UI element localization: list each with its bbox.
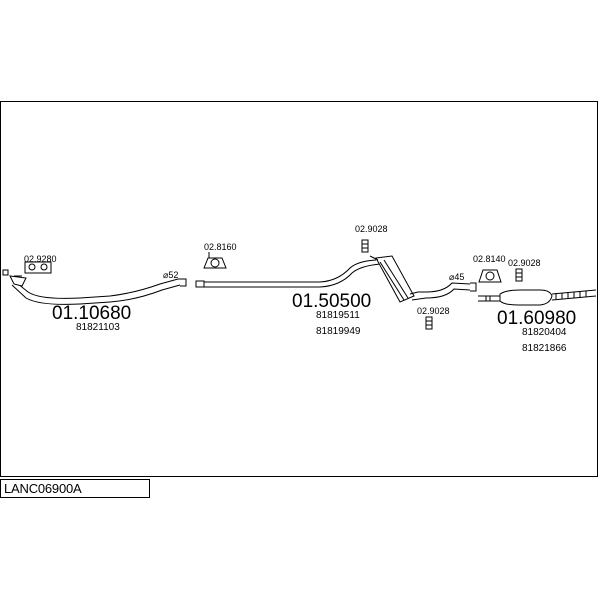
front-pipe-drawing bbox=[2, 269, 187, 305]
clamp-2-drawing bbox=[425, 316, 433, 330]
rear-silencer-drawing bbox=[478, 289, 597, 306]
hanger-1-label: 02.8160 bbox=[204, 242, 237, 252]
front-pipe-oem-1: 81821103 bbox=[76, 322, 120, 333]
front-pipe-part-number: 01.10680 bbox=[52, 303, 131, 324]
center-silencer-oem-1: 81819511 bbox=[316, 310, 360, 321]
center-silencer-part-number: 01.50500 bbox=[292, 291, 371, 312]
clamp-3-label: 02.9028 bbox=[508, 258, 541, 268]
rear-silencer-oem-2: 81821866 bbox=[522, 343, 567, 354]
diagram-frame bbox=[0, 101, 598, 477]
clamp-1-drawing bbox=[361, 239, 369, 253]
diameter-45-label: ⌀45 bbox=[449, 272, 464, 282]
rear-silencer-part-number: 01.60980 bbox=[497, 308, 576, 329]
diagram-code: LANC06900A bbox=[4, 481, 82, 496]
hanger-1-drawing bbox=[203, 252, 227, 269]
clamp-2-label: 02.9028 bbox=[417, 306, 450, 316]
gasket-front-drawing bbox=[24, 261, 52, 274]
diameter-52-label: ⌀52 bbox=[163, 270, 178, 280]
clamp-3-drawing bbox=[515, 268, 523, 282]
center-silencer-oem-2: 81819949 bbox=[316, 326, 361, 337]
center-silencer-drawing bbox=[195, 255, 477, 303]
rear-silencer-oem-1: 81820404 bbox=[522, 327, 567, 338]
hanger-2-label: 02.8140 bbox=[473, 254, 506, 264]
diagram-code-box: LANC06900A bbox=[0, 479, 150, 498]
gasket-front-label: 02.9280 bbox=[24, 254, 57, 264]
clamp-1-label: 02.9028 bbox=[355, 224, 388, 234]
hanger-2-drawing bbox=[478, 269, 502, 283]
